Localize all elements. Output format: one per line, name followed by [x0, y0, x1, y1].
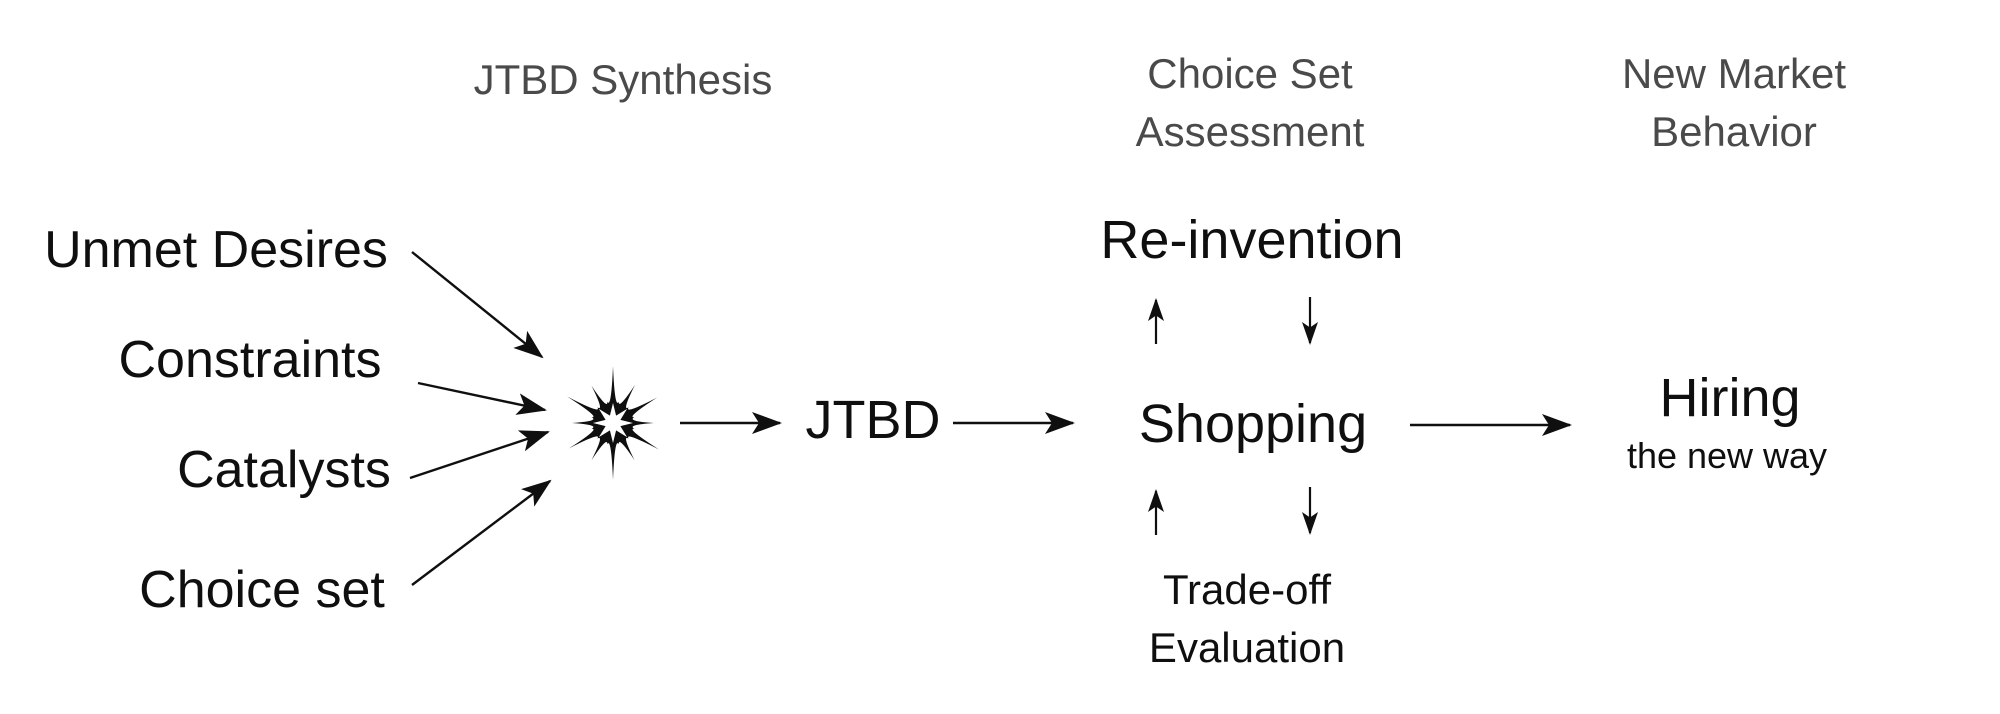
- arrow-choice-set-to-synthesis: [411, 479, 552, 586]
- node-trade-off-line1: Trade-off: [1162, 566, 1332, 613]
- node-hiring: Hiring: [1659, 368, 1801, 428]
- node-re-invention: Re-invention: [1100, 210, 1404, 270]
- node-shopping: Shopping: [1138, 394, 1368, 454]
- input-label-constraints: Constraints: [118, 331, 382, 389]
- arrow-unmet-desires-to-synthesis: [411, 251, 544, 359]
- input-label-choice-set: Choice set: [139, 561, 385, 619]
- starburst-synthesis-icon: [567, 366, 659, 480]
- phase-header-choice-set-line1: Choice Set: [1147, 50, 1353, 97]
- node-hiring-subtitle: the new way: [1626, 435, 1828, 476]
- input-label-catalysts: Catalysts: [177, 441, 391, 499]
- input-label-unmet-desires: Unmet Desires: [44, 221, 388, 279]
- phase-header-jtbd-synthesis: JTBD Synthesis: [473, 56, 773, 103]
- phase-header-new-market-line1: New Market: [1621, 50, 1847, 97]
- node-jtbd: JTBD: [805, 390, 941, 450]
- phase-header-choice-set-line2: Assessment: [1135, 108, 1365, 155]
- phase-header-new-market-line2: Behavior: [1651, 108, 1817, 155]
- arrow-constraints-to-synthesis: [417, 381, 547, 415]
- arrow-catalysts-to-synthesis: [409, 430, 550, 480]
- node-trade-off-line2: Evaluation: [1148, 624, 1346, 671]
